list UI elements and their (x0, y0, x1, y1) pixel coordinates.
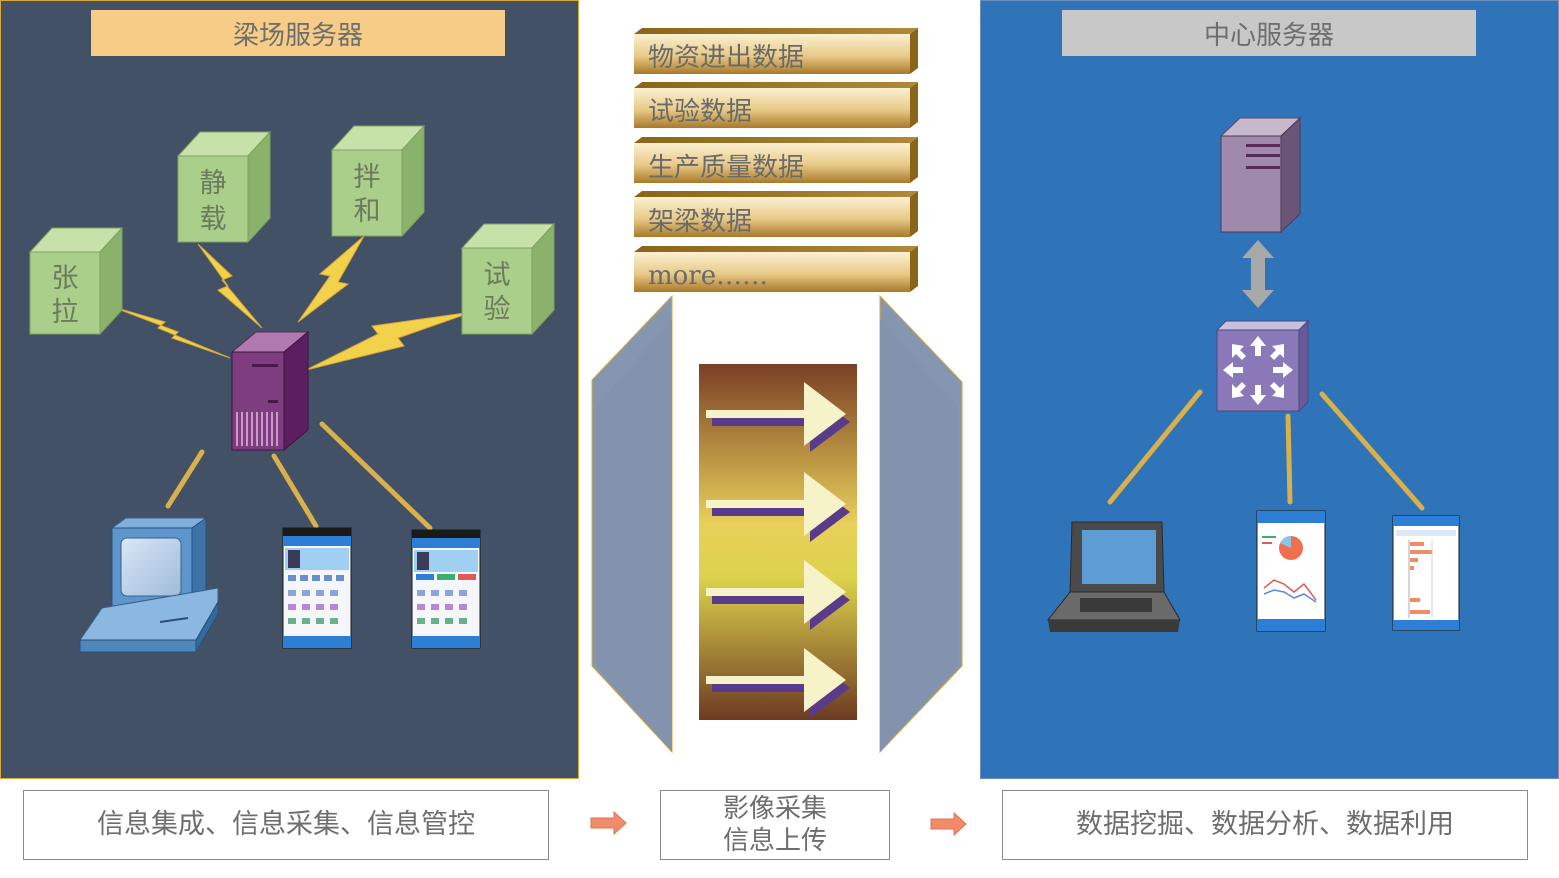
connector-line (271, 453, 319, 529)
lightning-icon (197, 243, 263, 329)
module-label: 拌 (354, 162, 381, 193)
left-panel-title: 梁场服务器 (91, 10, 505, 56)
transfer-arrow-icon (706, 560, 850, 630)
data-bar: 架梁数据 (634, 191, 918, 237)
module-jingzai: 静 载 (176, 130, 272, 244)
module-zhangla: 张 拉 (28, 226, 124, 336)
data-bar-label: 架梁数据 (648, 207, 752, 237)
desktop-computer-icon (79, 517, 219, 654)
data-stack: 物资进出数据 试验数据 生产质量数据 架梁数据 more…… (634, 28, 918, 292)
lightning-bolts (109, 235, 473, 371)
module-label: 载 (200, 204, 227, 235)
laptop-icon (1046, 521, 1181, 632)
mobile-app-icon (282, 527, 352, 649)
central-server-icon (1219, 116, 1302, 234)
module-shiyan: 试 验 (460, 222, 556, 336)
connector-line (1285, 413, 1293, 505)
module-label: 试 (484, 260, 511, 291)
bidirectional-arrow-icon (1242, 240, 1274, 308)
caption-right: 数据挖掘、数据分析、数据利用 (1002, 790, 1528, 860)
field-server-icon (230, 330, 310, 452)
network-switch-icon (1215, 319, 1310, 413)
data-bar: 生产质量数据 (634, 137, 918, 183)
transfer-arrow-icon (706, 648, 850, 718)
caption-middle: 影像采集 信息上传 (660, 790, 890, 860)
data-bar-label: 物资进出数据 (648, 43, 804, 73)
data-bar-label: 生产质量数据 (648, 153, 804, 183)
module-label: 张 (52, 263, 79, 294)
right-panel-title: 中心服务器 (1062, 10, 1476, 56)
transfer-arrow-icon (706, 382, 850, 452)
mobile-app-bar-chart-icon (1392, 515, 1460, 631)
connector-line (165, 449, 205, 509)
connector-line (1107, 389, 1203, 505)
connector-lines-right (1107, 389, 1425, 511)
module-banhe: 拌 和 (330, 124, 426, 238)
data-bar-label: 试验数据 (648, 97, 752, 127)
module-label: 和 (354, 196, 381, 227)
lightning-icon (297, 235, 365, 323)
data-bar-label: more…… (648, 261, 768, 291)
module-label: 静 (200, 168, 227, 199)
caption-middle-line2: 信息上传 (722, 826, 827, 856)
caption-left: 信息集成、信息采集、信息管控 (23, 790, 549, 860)
flow-arrow-icon (590, 810, 627, 836)
module-label: 拉 (52, 297, 79, 328)
connector-lines-left (165, 421, 433, 531)
lightning-icon (305, 311, 473, 371)
mobile-app-chart-icon (1256, 510, 1326, 632)
data-bar: more…… (634, 246, 918, 292)
transfer-arrow-icon (706, 472, 850, 542)
caption-middle-line1: 影像采集 (722, 793, 827, 824)
transfer-panel (699, 364, 857, 720)
flow-arrow-icon (930, 811, 967, 837)
module-label: 验 (484, 294, 511, 325)
connector-line (1319, 391, 1425, 511)
lightning-icon (109, 305, 231, 359)
channel-walls (591, 294, 963, 754)
mobile-app-icon (411, 529, 481, 649)
data-bar: 物资进出数据 (634, 28, 918, 74)
connector-line (319, 421, 433, 531)
data-bar: 试验数据 (634, 82, 918, 128)
